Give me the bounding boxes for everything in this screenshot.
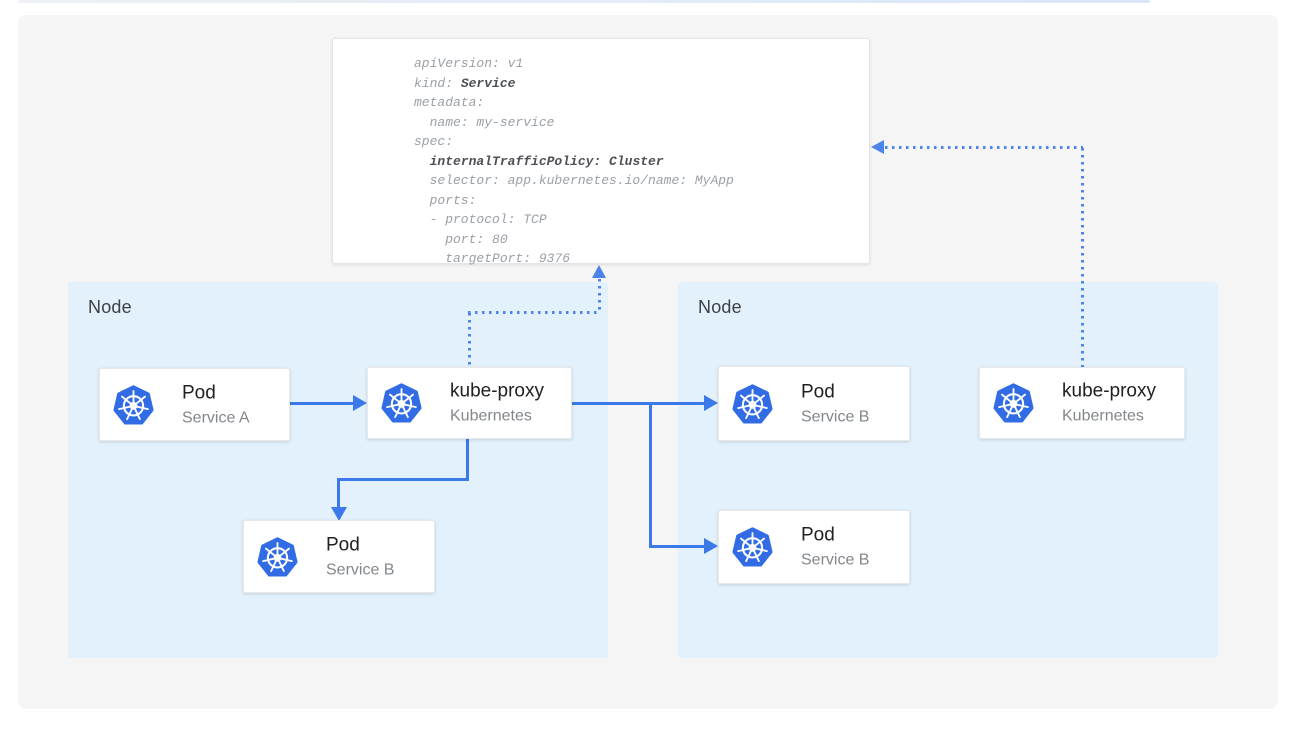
kubernetes-icon bbox=[381, 383, 422, 424]
dotted-left-kubeproxy-seg2 bbox=[468, 311, 600, 314]
card-pod-service-a: Pod Service A bbox=[99, 368, 290, 441]
arrow-kubeproxy-to-pod-b-left-seg2 bbox=[337, 478, 469, 481]
dotted-left-kubeproxy-seg1 bbox=[468, 313, 471, 367]
card-title: Pod bbox=[326, 534, 360, 555]
card-subtitle: Service B bbox=[326, 561, 395, 578]
card-title: kube-proxy bbox=[450, 380, 544, 402]
card-subtitle: Kubernetes bbox=[1062, 407, 1144, 425]
node-box-left: Node bbox=[68, 282, 608, 658]
card-title: Pod bbox=[801, 524, 835, 546]
card-pod-service-b-right-top: Pod Service B bbox=[718, 366, 910, 441]
card-pod-service-b-right-bottom: Pod Service B bbox=[718, 510, 910, 584]
arrow-pod-a-to-kubeproxy-line bbox=[290, 402, 356, 405]
node-box-right: Node bbox=[678, 282, 1218, 658]
card-subtitle: Service A bbox=[182, 409, 250, 426]
card-kube-proxy-left: kube-proxy Kubernetes bbox=[367, 367, 572, 439]
arrow-kubeproxy-to-pod-b-left-head bbox=[331, 507, 347, 521]
arrow-kubeproxy-to-pod-b-right-bottom-head bbox=[704, 538, 718, 554]
dotted-right-kubeproxy-head bbox=[871, 140, 884, 154]
card-title: Pod bbox=[182, 382, 216, 403]
arrow-kubeproxy-to-pod-b-left-seg1 bbox=[466, 439, 469, 481]
arrow-kubeproxy-to-pod-b-left-seg3 bbox=[337, 478, 340, 509]
card-subtitle: Service B bbox=[801, 551, 870, 569]
kubernetes-icon bbox=[113, 384, 154, 425]
arrow-pod-a-to-kubeproxy-head bbox=[353, 395, 367, 411]
page-top-divider bbox=[18, 0, 1150, 3]
dotted-left-kubeproxy-seg3 bbox=[598, 279, 601, 312]
dotted-left-kubeproxy-head bbox=[592, 265, 606, 278]
card-subtitle: Kubernetes bbox=[450, 407, 532, 425]
kubernetes-icon bbox=[257, 536, 298, 577]
node-label: Node bbox=[88, 297, 132, 317]
dotted-right-kubeproxy-seg2 bbox=[885, 146, 1083, 149]
node-label: Node bbox=[698, 297, 742, 317]
card-title: kube-proxy bbox=[1062, 380, 1156, 402]
arrow-kubeproxy-to-pod-b-right-bottom-line bbox=[649, 545, 705, 548]
card-kube-proxy-right: kube-proxy Kubernetes bbox=[979, 367, 1185, 439]
arrow-kubeproxy-to-pod-b-right-top-line bbox=[572, 402, 705, 405]
card-subtitle: Service B bbox=[801, 408, 870, 425]
kubernetes-icon bbox=[732, 383, 773, 424]
arrow-kubeproxy-to-pod-b-right-top-head bbox=[704, 395, 718, 411]
dotted-right-kubeproxy-seg1 bbox=[1081, 148, 1084, 367]
card-title: Pod bbox=[801, 381, 835, 402]
card-pod-service-b-left: Pod Service B bbox=[243, 520, 435, 593]
kubernetes-icon bbox=[732, 527, 773, 568]
kubernetes-icon bbox=[993, 383, 1034, 424]
arrow-branch-down-line bbox=[649, 402, 652, 548]
